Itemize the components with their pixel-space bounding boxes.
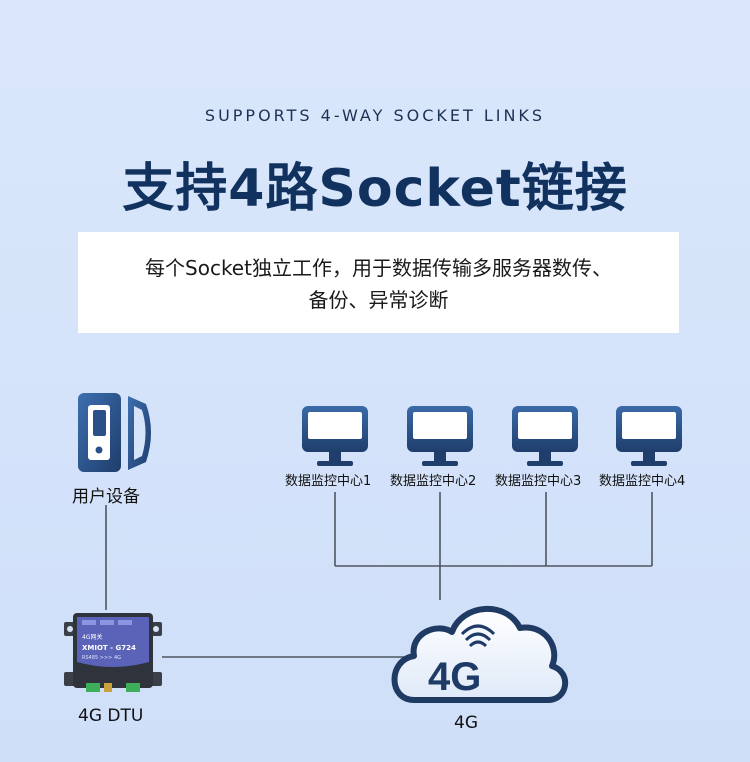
- dtu-screen-sub: RS485 >>> 4G: [82, 655, 121, 661]
- user-device-label: 用户设备: [72, 487, 140, 507]
- dtu-device-icon: 4G网关 XMIOT - G724 RS485 >>> 4G: [64, 613, 162, 692]
- dtu-screen-top: 4G网关: [82, 633, 102, 641]
- user-device-icon: [78, 393, 151, 472]
- network-label: 4G: [454, 713, 478, 733]
- description-line-1: 每个Socket独立工作，用于数据传输多服务器数传、: [145, 256, 612, 280]
- description-line-2: 备份、异常诊断: [308, 288, 449, 312]
- monitor-label-2: 数据监控中心2: [390, 474, 477, 489]
- connection-lines: [105, 492, 653, 658]
- monitor-icon-3: [512, 406, 578, 466]
- dtu-label: 4G DTU: [78, 706, 144, 726]
- subtitle: SUPPORTS 4-WAY SOCKET LINKS: [204, 106, 546, 125]
- cloud-4g-text: 4G: [428, 655, 481, 699]
- monitor-icon-2: [407, 406, 473, 466]
- description-box: 每个Socket独立工作，用于数据传输多服务器数传、 备份、异常诊断: [78, 232, 679, 333]
- dtu-screen-model: XMIOT - G724: [82, 644, 136, 652]
- monitor-label-3: 数据监控中心3: [495, 474, 582, 489]
- monitor-icon-1: [302, 406, 368, 466]
- monitor-label-1: 数据监控中心1: [285, 474, 372, 489]
- cloud-4g-icon: 4G: [391, 605, 569, 703]
- monitor-label-4: 数据监控中心4: [599, 474, 686, 489]
- page-title: 支持4路Socket链接: [122, 159, 628, 219]
- monitor-icon-4: [616, 406, 682, 466]
